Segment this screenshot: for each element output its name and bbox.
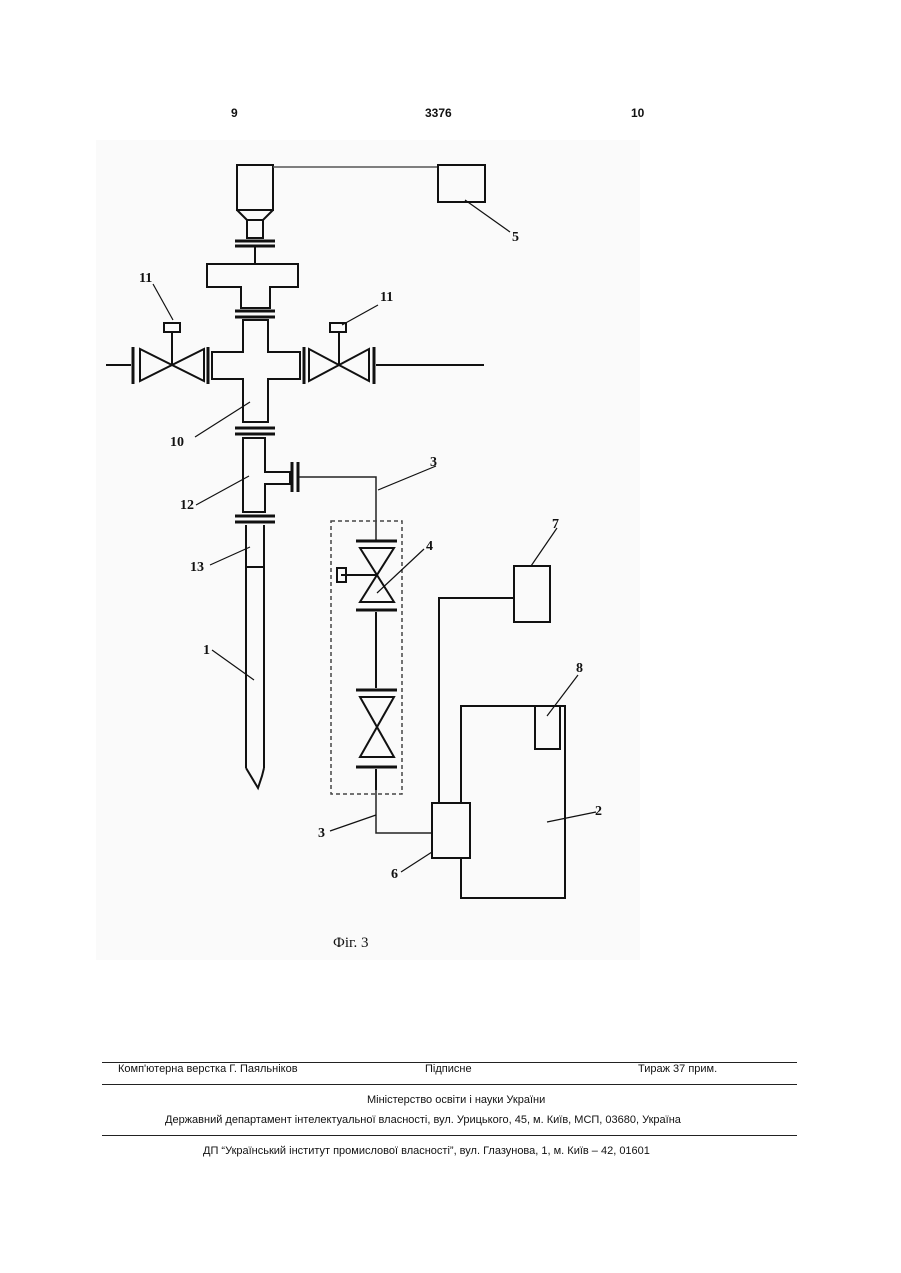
label-13: 13	[190, 560, 204, 575]
label-4: 4	[426, 539, 433, 554]
label-10: 10	[170, 435, 184, 450]
footer-signed: Підписне	[425, 1063, 472, 1075]
footer-rule-middle	[102, 1084, 797, 1085]
label-2: 2	[595, 804, 602, 819]
label-12: 12	[180, 498, 194, 513]
left-page-number: 9	[231, 106, 238, 120]
footer-ministry: Міністерство освіти і науки України	[367, 1094, 545, 1106]
patent-number: 3376	[425, 106, 452, 120]
footer-circulation: Тираж 37 прим.	[638, 1063, 717, 1075]
label-8: 8	[576, 661, 583, 676]
label-6: 6	[391, 867, 398, 882]
footer-department: Державний департамент інтелектуальної вл…	[165, 1114, 681, 1126]
label-11-left: 11	[139, 271, 152, 286]
patent-figure: 5 11 11 10 3 12 7 4 13 1 8 2 3 6 Фіг. 3	[96, 140, 640, 960]
label-11-right: 11	[380, 290, 393, 305]
label-7: 7	[552, 517, 559, 532]
label-3-top: 3	[430, 455, 437, 470]
footer-rule-bottom	[102, 1135, 797, 1136]
footer-institute: ДП “Український інститут промислової вла…	[203, 1145, 650, 1157]
label-1: 1	[203, 643, 210, 658]
label-3-bottom: 3	[318, 826, 325, 841]
figure-caption: Фіг. 3	[333, 935, 368, 951]
label-5: 5	[512, 230, 519, 245]
right-page-number: 10	[631, 106, 644, 120]
footer-layout-credit: Комп'ютерна верстка Г. Паяльніков	[118, 1063, 298, 1075]
